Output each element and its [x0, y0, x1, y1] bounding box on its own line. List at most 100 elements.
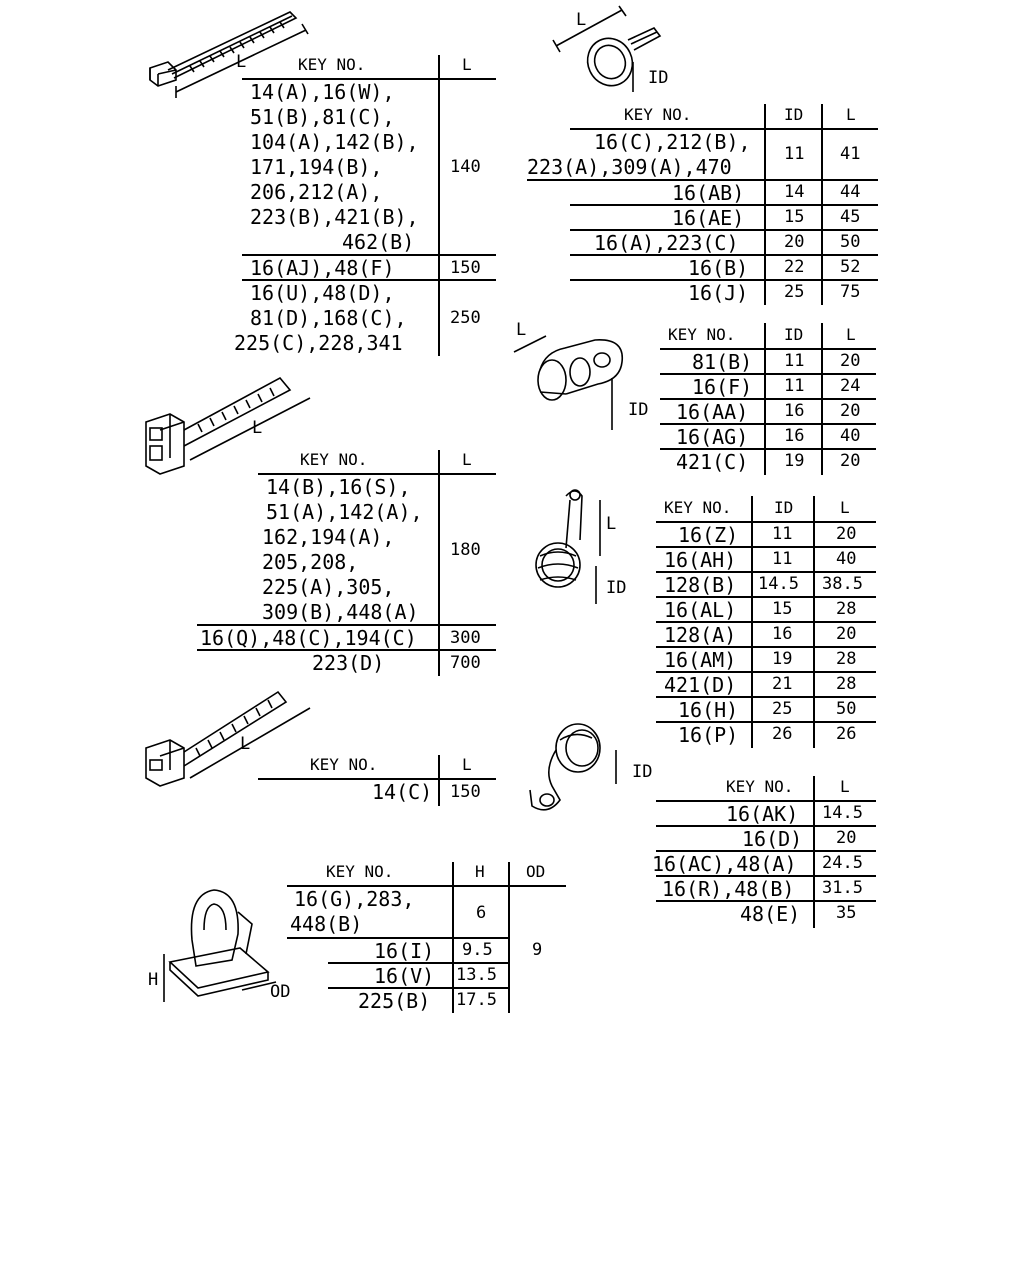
- table-1-row-2-l: 150: [450, 258, 481, 278]
- table-4-row-1-key-line-5: 225(A),305,: [262, 575, 395, 599]
- table-1-row-1-l: 140: [450, 157, 481, 177]
- table-8-header-h: H: [475, 862, 485, 881]
- table-5-row-1-id: 11: [772, 524, 793, 544]
- table-5-rules: [656, 496, 876, 748]
- table-2-row-4-id: 20: [784, 232, 805, 252]
- table-5-row-2-key: 16(AH): [664, 548, 737, 572]
- table-8-row-2-h: 9.5: [462, 940, 493, 960]
- table-3-header-id: ID: [784, 325, 804, 344]
- table-5-row-9-id: 26: [772, 724, 793, 744]
- table-2-row-6-id: 25: [784, 282, 805, 302]
- table-1-header-l: L: [462, 55, 472, 74]
- table-2-row-5-id: 22: [784, 257, 805, 277]
- table-6-row-1-key: 14(C): [372, 780, 433, 804]
- cable-tie-1-length-label: L: [236, 52, 247, 72]
- table-4-row-3-l: 700: [450, 653, 481, 673]
- table-2-row-4-key: 16(A),223(C): [594, 231, 739, 255]
- table-7-row-1-key: 16(AK): [726, 802, 799, 826]
- table-1-row-2-key: 16(AJ),48(F): [250, 256, 395, 280]
- cable-tie-3-length-label: L: [240, 734, 251, 754]
- table-5-header-id: ID: [774, 498, 794, 517]
- table-1-row-1-key-line-2: 51(B),81(C),: [250, 105, 395, 129]
- cable-tie-3-illustration: [145, 690, 311, 787]
- table-8-row-4-h: 17.5: [456, 990, 497, 1010]
- table-2-row-3-key: 16(AE): [672, 206, 745, 230]
- table-2-row-5-l: 52: [840, 257, 861, 277]
- table-7-row-5-l: 35: [836, 903, 857, 923]
- table-2-row-5-key: 16(B): [688, 256, 749, 280]
- table-4-row-1-key-line-4: 205,208,: [262, 550, 359, 574]
- table-5-row-8-id: 25: [772, 699, 793, 719]
- table-3-header-l: L: [846, 325, 856, 344]
- table-1-row-1-key-line-1: 14(A),16(W),: [250, 80, 395, 104]
- table-5-row-3-id: 14.5: [758, 574, 799, 594]
- table-2-header-l: L: [846, 105, 856, 124]
- table-3-row-4-key: 16(AG): [676, 425, 749, 449]
- table-3-row-2-id: 11: [784, 376, 805, 396]
- table-5-header-l: L: [840, 498, 850, 517]
- table-3-row-2-key: 16(F): [692, 375, 753, 399]
- table-8-rules: [287, 862, 566, 1013]
- table-2-row-2-l: 44: [840, 182, 861, 202]
- table-5-row-7-id: 21: [772, 674, 793, 694]
- table-1-row-3-key-line-2: 81(D),168(C),: [250, 306, 407, 330]
- push-clip-od-label: OD: [270, 982, 291, 1002]
- table-5-row-3-key: 128(B): [664, 573, 737, 597]
- table-7-row-4-l: 31.5: [822, 878, 863, 898]
- table-4-row-1-key-line-6: 309(B),448(A): [262, 600, 419, 624]
- table-1-row-1-key-line-4: 171,194(B),: [250, 155, 383, 179]
- table-5-header-key: KEY NO.: [664, 498, 732, 517]
- table-5-row-5-key: 128(A): [664, 623, 737, 647]
- table-2-row-6-l: 75: [840, 282, 861, 302]
- push-clip-illustration: [163, 889, 277, 1002]
- table-1-row-1-key-line-5: 206,212(A),: [250, 180, 383, 204]
- table-4-row-1-key-line-3: 162,194(A),: [262, 525, 395, 549]
- table-5-row-9-l: 26: [836, 724, 857, 744]
- table-5-row-5-id: 16: [772, 624, 793, 644]
- table-3-row-1-l: 20: [840, 351, 861, 371]
- table-6-header-l: L: [462, 755, 472, 774]
- table-7-row-2-l: 20: [836, 828, 857, 848]
- table-5-row-1-key: 16(Z): [678, 523, 739, 547]
- table-8-row-3-h: 13.5: [456, 965, 497, 985]
- table-4-row-1-l: 180: [450, 540, 481, 560]
- coil-clip-id-label: ID: [606, 578, 627, 598]
- table-5-row-8-key: 16(H): [678, 698, 739, 722]
- table-1-rules: [242, 55, 496, 356]
- table-3-row-4-l: 40: [840, 426, 861, 446]
- table-4-header-l: L: [462, 450, 472, 469]
- table-1-row-1-key-line-6: 223(B),421(B),: [250, 205, 419, 229]
- table-2-header-id: ID: [784, 105, 804, 124]
- table-3-row-3-l: 20: [840, 401, 861, 421]
- table-7-row-4-key: 16(R),48(B): [662, 877, 795, 901]
- table-1-row-3-l: 250: [450, 308, 481, 328]
- table-8-row-3-key: 16(V): [374, 964, 435, 988]
- table-4-row-1-key-line-2: 51(A),142(A),: [266, 500, 423, 524]
- table-2-row-6-key: 16(J): [688, 281, 749, 305]
- table-4-row-1-key-line-1: 14(B),16(S),: [266, 475, 411, 499]
- table-7-header-key: KEY NO.: [726, 777, 794, 796]
- table-6-row-1-l: 150: [450, 782, 481, 802]
- table-4-row-2-l: 300: [450, 628, 481, 648]
- table-2-row-1-key-line-1: 16(C),212(B),: [594, 130, 751, 154]
- cable-tie-1-illustration: [149, 11, 309, 98]
- table-8-row-4-key: 225(B): [358, 989, 431, 1013]
- table-8-row-1-key-line-1: 16(G),283,: [294, 887, 415, 911]
- push-clip-height-label: H: [148, 970, 159, 990]
- table-7-header-l: L: [840, 777, 850, 796]
- table-1-row-3-key-line-3: 225(C),228,341: [234, 331, 403, 355]
- table-2-row-1-l: 41: [840, 144, 861, 164]
- table-5-row-6-l: 28: [836, 649, 857, 669]
- saddle-clamp-illustration: [529, 723, 617, 811]
- table-3-header-key: KEY NO.: [668, 325, 736, 344]
- table-2-row-3-l: 45: [840, 207, 861, 227]
- table-5-row-7-key: 421(D): [664, 673, 737, 697]
- table-3-row-3-id: 16: [784, 401, 805, 421]
- table-3-row-4-id: 16: [784, 426, 805, 446]
- table-3-row-5-id: 19: [784, 451, 805, 471]
- coil-clip-length-label: L: [606, 514, 617, 534]
- table-6-header-key: KEY NO.: [310, 755, 378, 774]
- table-7-rules: [656, 776, 876, 928]
